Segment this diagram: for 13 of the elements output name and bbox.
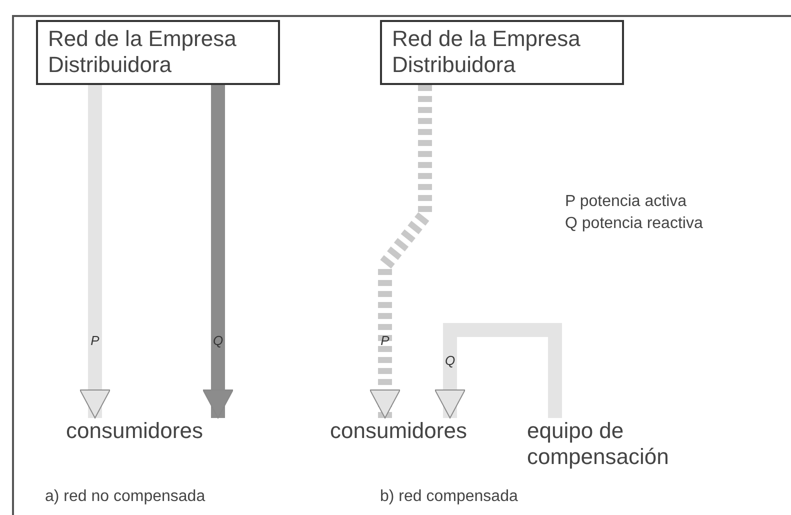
network-box: Red de la Empresa Distribuidora: [380, 20, 624, 85]
panel-caption: b) red compensada: [380, 488, 518, 506]
edge-label: Q: [212, 333, 224, 348]
equipment-label: equipo de compensación: [527, 418, 697, 474]
legend-text: Q potencia reactiva: [565, 215, 703, 233]
panel-caption: a) red no compensada: [45, 488, 206, 506]
consumer-label: consumidores: [66, 418, 216, 448]
consumer-label: consumidores: [330, 418, 480, 448]
network-box: Red de la Empresa Distribuidora: [36, 20, 280, 85]
edge-label: P: [380, 333, 390, 348]
edge-label: P: [90, 333, 100, 348]
edge-label: Q: [444, 353, 456, 368]
legend-text: P potencia activa: [565, 193, 687, 211]
